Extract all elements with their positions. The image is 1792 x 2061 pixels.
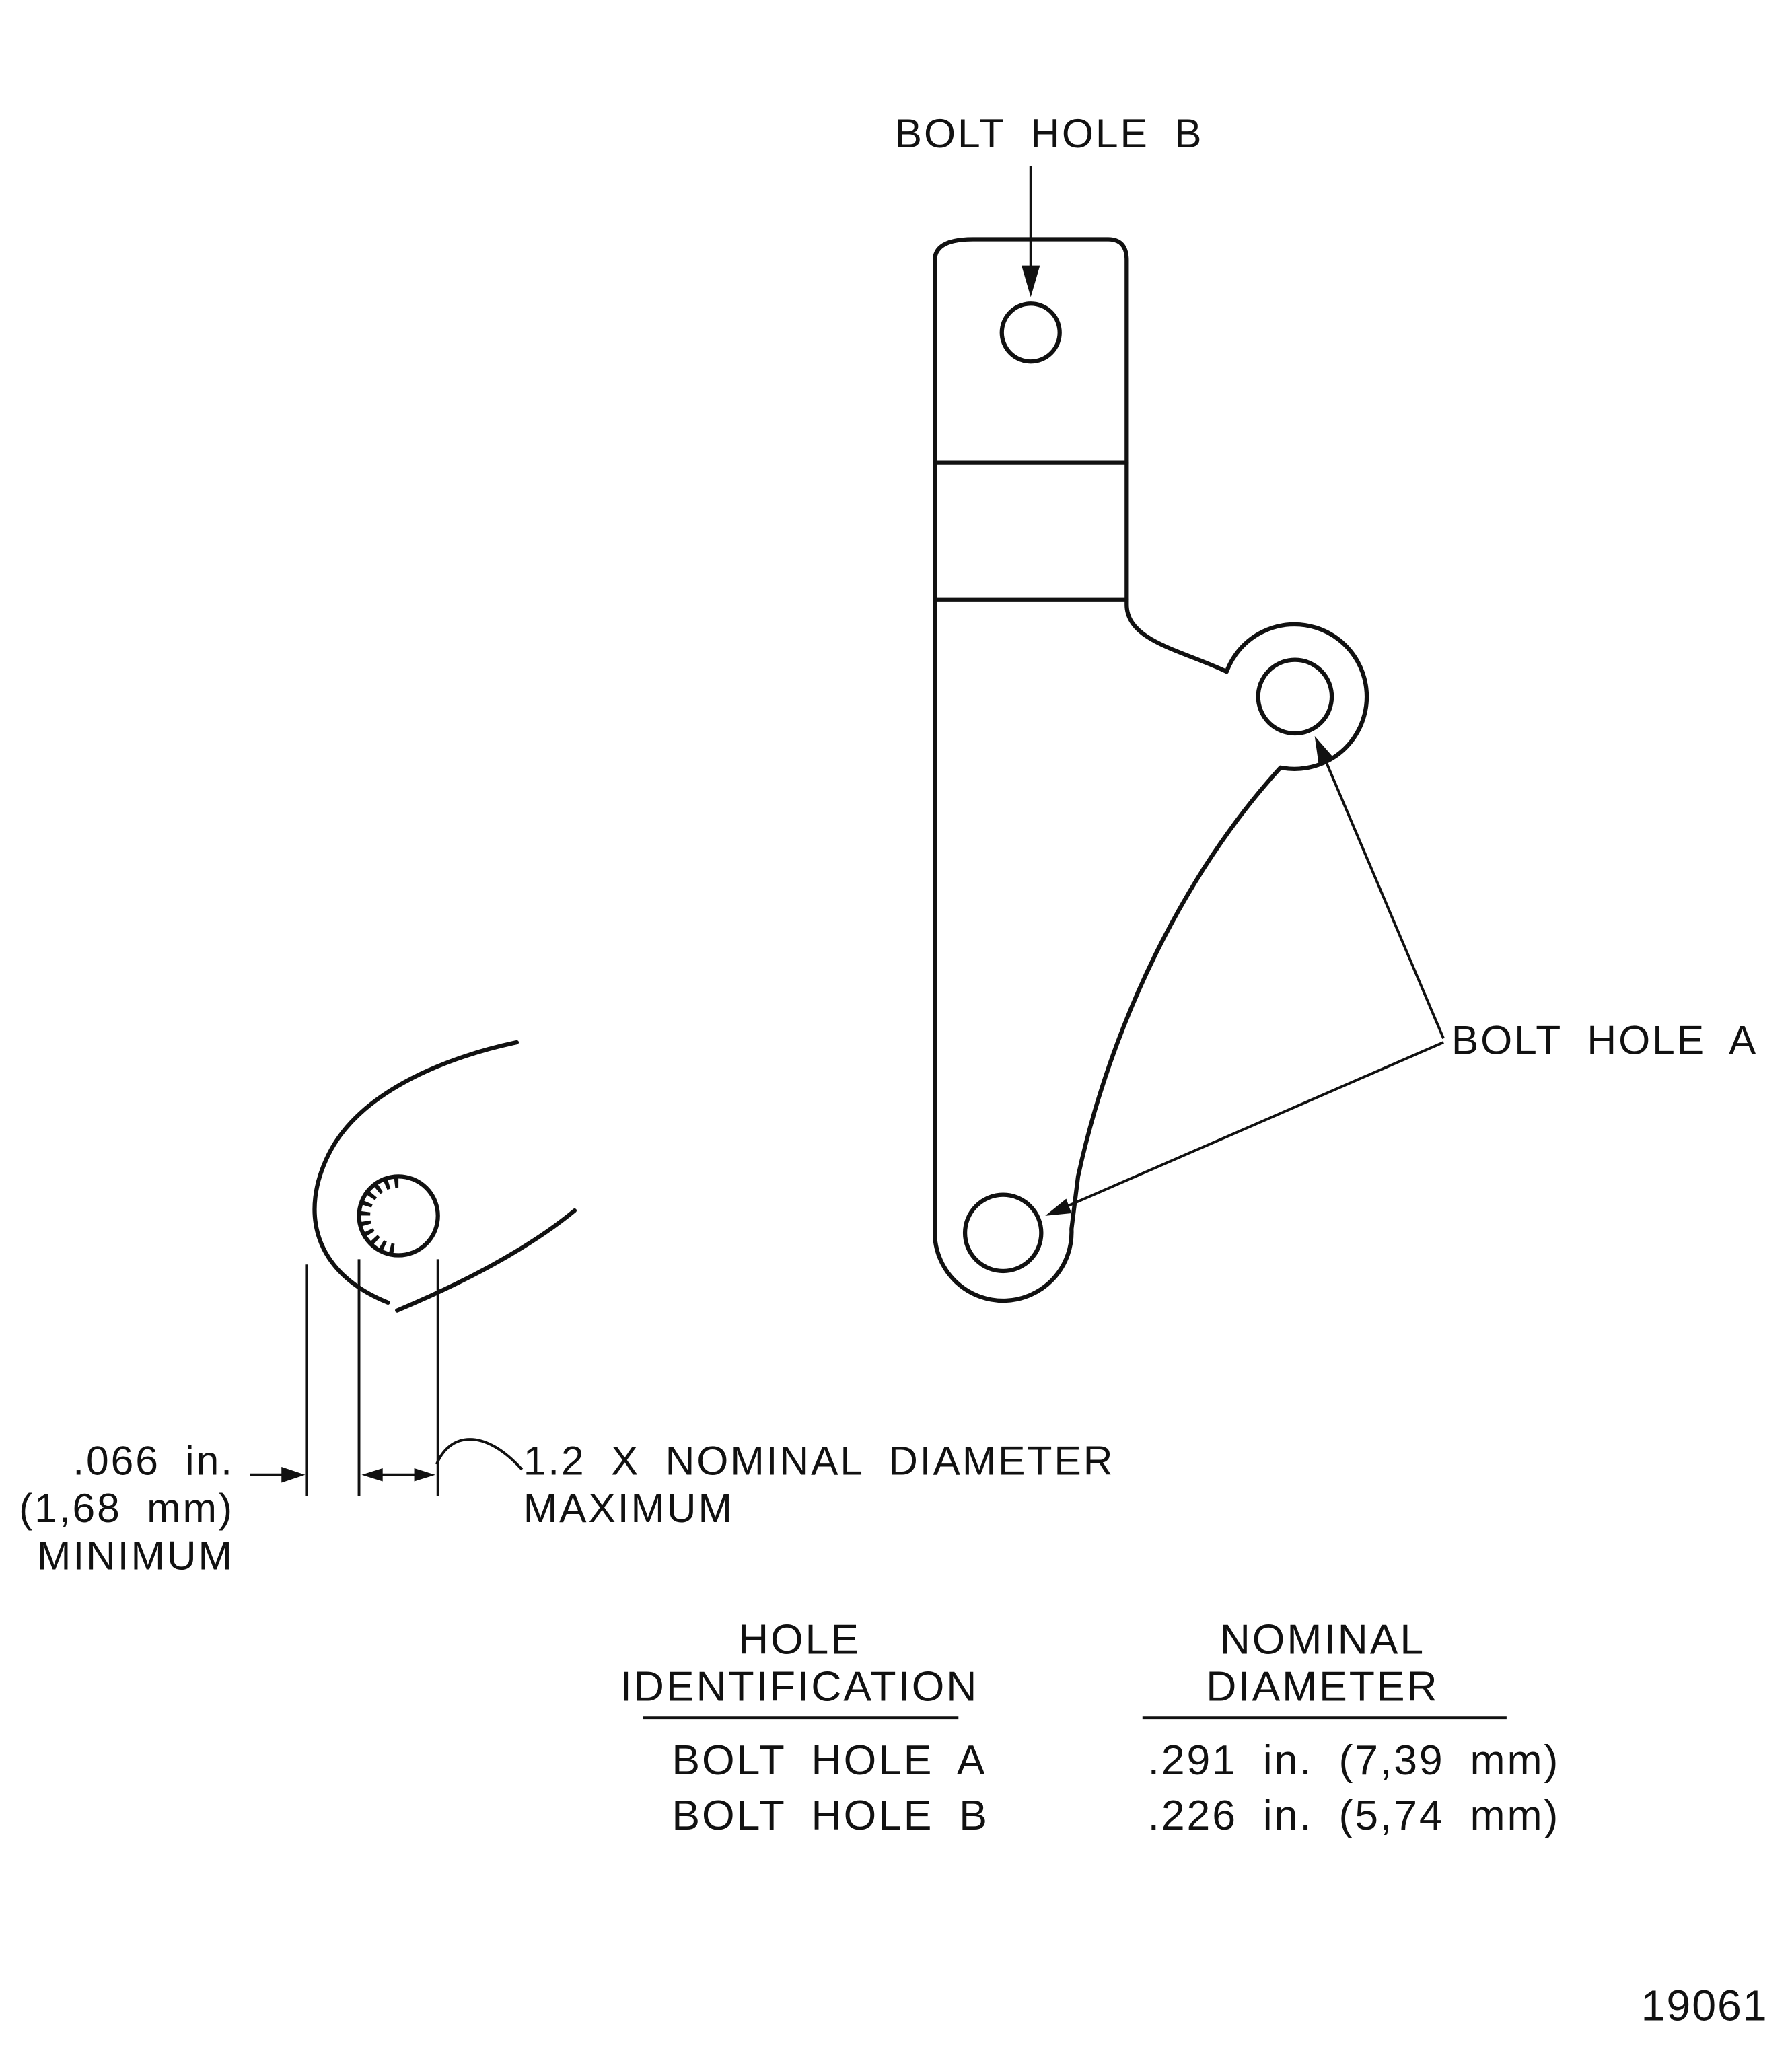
table-header-hole-line1: HOLE: [738, 1616, 861, 1663]
bolt-hole-a-leader-upper: [1324, 759, 1445, 1039]
hole-detail-view: .066 in. (1,68 mm) MINIMUM 1.2 X NOMINAL…: [19, 1040, 1115, 1578]
detail-hole-hatching: [358, 1176, 399, 1256]
bolt-hole-a-label: BOLT HOLE A: [1451, 1017, 1758, 1063]
table-header-diameter-line1: NOMINAL: [1220, 1616, 1425, 1663]
min-dimension-arrowhead: [281, 1467, 306, 1483]
bolt-hole-b-circle: [999, 301, 1062, 364]
figure-number: 19061: [1641, 1981, 1768, 2029]
detail-inner-edge: [395, 1208, 577, 1313]
bolt-hole-a-lower-circle: [962, 1192, 1044, 1274]
hole-diameter-table: HOLE IDENTIFICATION NOMINAL DIAMETER BOL…: [620, 1616, 1561, 1839]
bracket-outline: [933, 237, 1369, 1303]
table-header-diameter-line2: DIAMETER: [1206, 1663, 1439, 1710]
max-dimension-line2: MAXIMUM: [524, 1485, 734, 1531]
bolt-hole-b-label: BOLT HOLE B: [895, 110, 1204, 156]
min-dimension-metric: (1,68 mm): [19, 1485, 234, 1531]
bolt-hole-a-leader-lower: [1065, 1041, 1444, 1208]
bolt-hole-b-arrowhead: [1022, 265, 1040, 297]
bolt-hole-a-arrowhead-lower: [1045, 1198, 1072, 1216]
detail-outer-edge: [312, 1040, 519, 1305]
table-row-hole-a-id: BOLT HOLE A: [672, 1737, 987, 1784]
table-header-hole-line2: IDENTIFICATION: [620, 1663, 978, 1710]
bolt-hole-a-arrowhead-upper: [1314, 735, 1334, 764]
max-dimension-arrowhead-right: [414, 1468, 435, 1482]
max-dimension-arrowhead-left: [361, 1468, 383, 1482]
min-dimension-qualifier: MINIMUM: [37, 1532, 234, 1578]
max-dimension-line1: 1.2 X NOMINAL DIAMETER: [524, 1438, 1115, 1484]
max-dimension-leader-curve: [435, 1438, 524, 1471]
bolt-hole-a-upper-circle: [1256, 657, 1334, 736]
table-row-hole-b-diameter: .226 in. (5,74 mm): [1148, 1792, 1561, 1839]
min-dimension-value: .066 in.: [73, 1438, 234, 1484]
table-row-hole-a-diameter: .291 in. (7,39 mm): [1148, 1737, 1561, 1784]
table-row-hole-b-id: BOLT HOLE B: [672, 1792, 989, 1839]
bracket-view: BOLT HOLE B BOLT HOLE A: [895, 110, 1758, 1303]
